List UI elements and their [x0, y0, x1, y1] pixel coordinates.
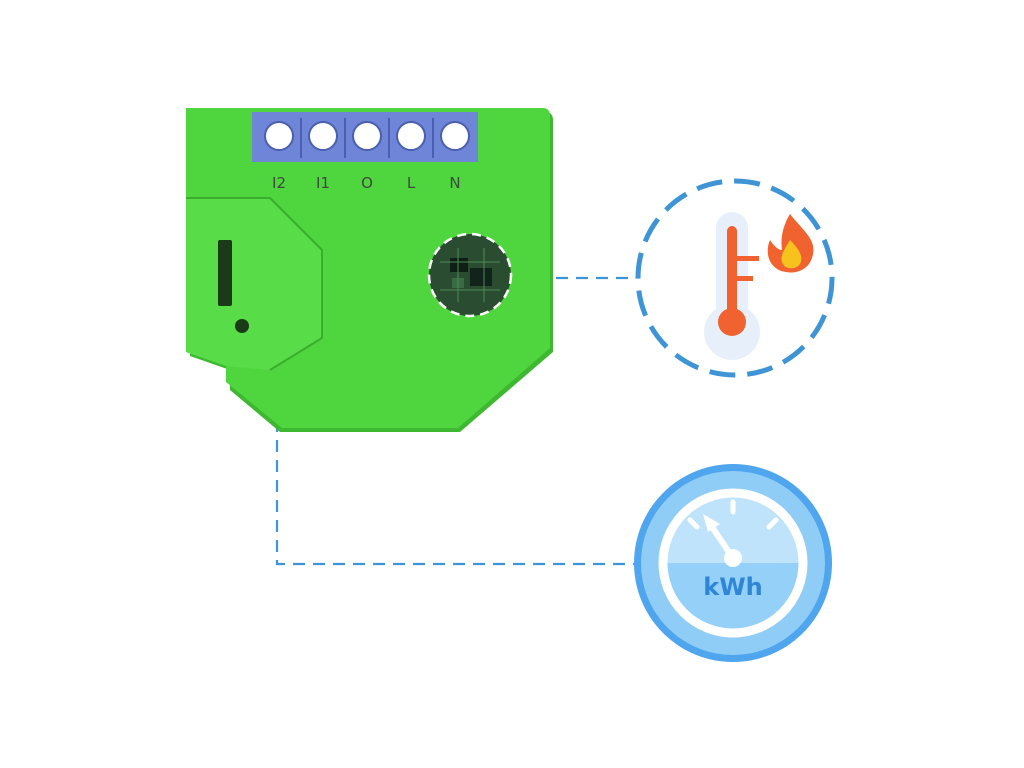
terminal-labels: I2 I1 O L N — [272, 174, 461, 192]
terminal-screw — [264, 121, 294, 151]
device-module: I2 I1 O L N — [186, 108, 553, 432]
terminal-screw — [440, 121, 470, 151]
terminal-label: O — [361, 174, 373, 192]
status-led — [235, 319, 249, 333]
terminal-screws — [264, 118, 470, 158]
terminal-label: N — [449, 174, 460, 192]
terminal-screw — [396, 121, 426, 151]
device-panel-edge — [186, 197, 323, 371]
terminal-screw — [352, 121, 382, 151]
status-slot — [218, 240, 232, 306]
terminal-label: I2 — [272, 174, 286, 192]
terminal-screw — [308, 121, 338, 151]
energy-meter-gauge-icon: kWh — [662, 492, 804, 634]
temperature-callout — [635, 178, 835, 378]
terminal-label: I1 — [316, 174, 330, 192]
thermometer-with-flame-icon — [704, 212, 814, 360]
terminal-label: L — [407, 174, 416, 192]
energy-unit-label: kWh — [703, 573, 763, 601]
sensor-chip — [427, 232, 513, 318]
energy-callout: kWh — [634, 464, 832, 662]
